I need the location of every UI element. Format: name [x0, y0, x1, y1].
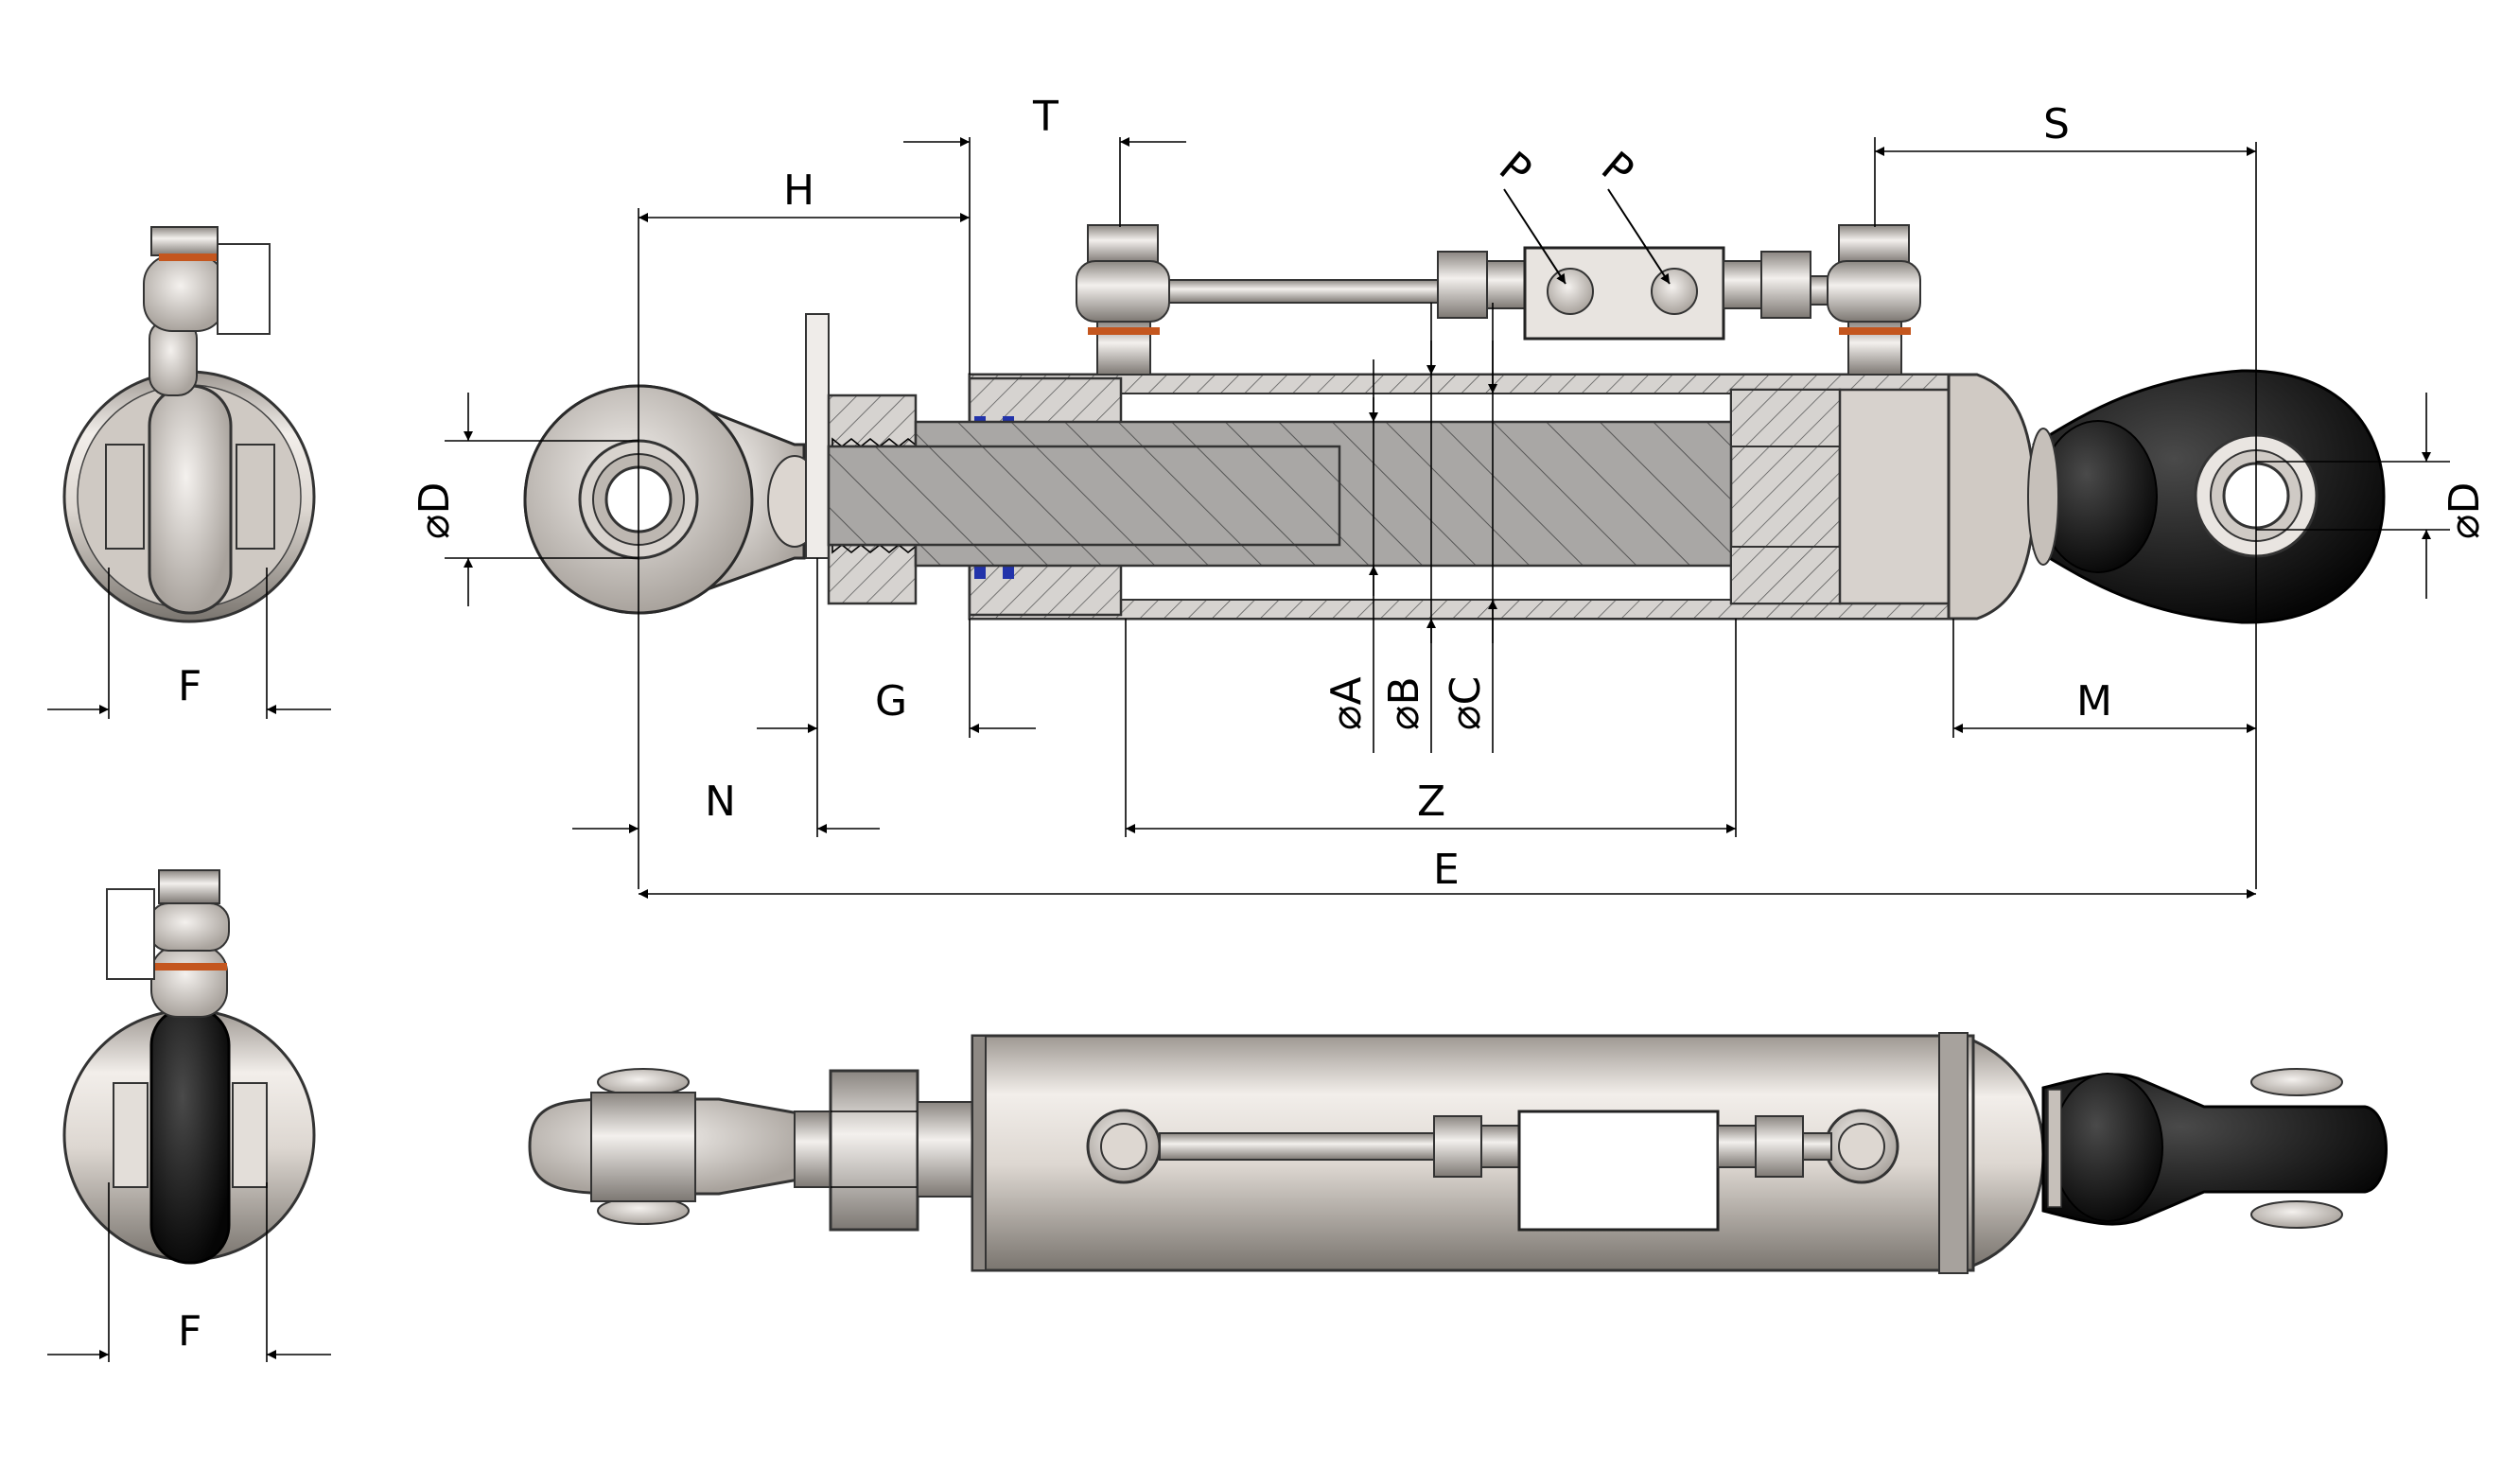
label-Z: Z — [1417, 778, 1445, 826]
end-view-bottom: F — [47, 869, 331, 1362]
valve-block-exterior — [1517, 1110, 1720, 1232]
label-F-bottom: F — [178, 1307, 201, 1355]
right-rod-eye — [2027, 369, 2386, 624]
exterior-view — [528, 1032, 2388, 1274]
section-view — [523, 224, 2386, 624]
label-S: S — [2043, 100, 2070, 149]
label-T: T — [1032, 93, 1059, 141]
label-P2: P — [1592, 143, 1642, 196]
end-cap — [1947, 373, 2036, 621]
label-P1: P — [1490, 143, 1540, 196]
hydraulic-line — [1076, 224, 1921, 376]
label-F-top: F — [178, 662, 201, 710]
label-A: ⌀A — [1322, 676, 1371, 730]
label-B: ⌀B — [1380, 676, 1428, 730]
label-H: H — [783, 166, 814, 215]
label-D-right: ⌀D — [2441, 482, 2489, 539]
label-E: E — [1433, 846, 1460, 894]
label-D-left: ⌀D — [411, 482, 459, 539]
plate — [805, 313, 830, 559]
dimensions — [445, 137, 2450, 899]
label-N: N — [705, 778, 736, 826]
label-G: G — [875, 677, 907, 726]
label-C: ⌀C — [1442, 676, 1490, 730]
left-rod-eye — [523, 384, 822, 615]
label-M: M — [2076, 677, 2112, 726]
end-view-top: F — [47, 226, 331, 719]
